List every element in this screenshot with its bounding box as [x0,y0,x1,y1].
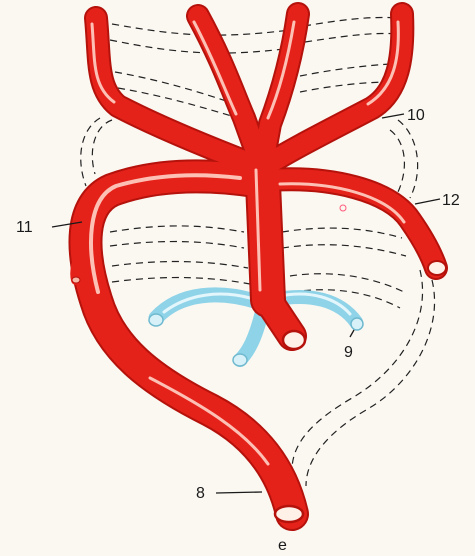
label-9: 9 [344,344,353,361]
red-arterial-system [72,14,446,522]
label-11: 11 [16,219,33,236]
label-8: 8 [196,485,205,502]
leader-12 [415,199,440,204]
faint-mark [340,205,346,211]
leader-10 [382,114,404,118]
label-12: 12 [442,192,460,209]
label-e: e [278,537,287,554]
label-10: 10 [407,107,425,124]
leader-9 [350,330,354,337]
leader-8 [216,492,262,493]
